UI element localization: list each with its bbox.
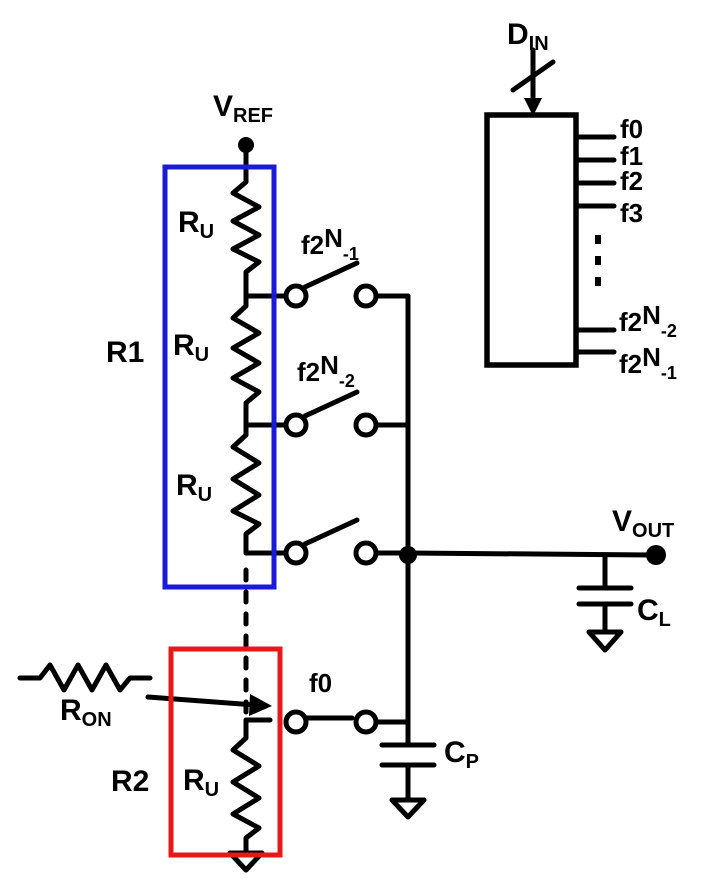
decoder-label-f2n-1: f2N-1 — [619, 342, 677, 383]
switch-terminal — [283, 709, 309, 735]
ru-label-r2: RU — [183, 764, 219, 801]
cl-label: CL — [637, 594, 671, 631]
vout-node — [646, 545, 666, 565]
vref-label: VREF — [213, 90, 273, 127]
vref-node — [238, 137, 254, 153]
switch-terminal — [353, 283, 379, 309]
r1-label: R1 — [106, 336, 144, 369]
decoder-label-f2n-2: f2N-2 — [619, 300, 677, 341]
resistor-ru-3 — [230, 422, 262, 556]
decoder-label-f3: f3 — [620, 198, 643, 228]
ron-arrow-line — [145, 694, 258, 708]
ru-label-1: RU — [178, 206, 214, 243]
ellipsis-dot — [595, 256, 601, 265]
switch-terminal — [353, 540, 379, 566]
switch-terminal — [353, 709, 379, 735]
ground-cp — [389, 797, 427, 820]
vout-wire — [405, 550, 659, 558]
decoder-label-f1: f1 — [620, 141, 643, 171]
decoder-label-f0: f0 — [620, 114, 643, 144]
vout-label: VOUT — [612, 505, 674, 542]
switch-label-top: f2N-1 — [301, 223, 359, 264]
resistor-ru-r2 — [230, 717, 273, 855]
din-arrow-head — [524, 98, 542, 116]
switch-terminal — [283, 412, 309, 438]
cp-label: CP — [444, 736, 479, 773]
ellipsis-dot — [595, 277, 601, 286]
switch-arm-low — [302, 517, 360, 547]
resistor-ru-2 — [230, 293, 262, 428]
ron-resistor — [17, 662, 153, 693]
decoder-label-f2: f2 — [620, 166, 643, 196]
r2-box — [168, 646, 283, 858]
decoder-block — [484, 112, 579, 368]
switch-arm-top — [302, 260, 360, 290]
r2-label: R2 — [111, 765, 149, 798]
ru-label-3: RU — [176, 469, 212, 506]
ron-arrow-head — [249, 694, 272, 716]
switch-terminal — [283, 283, 309, 309]
din-bus-slash — [510, 59, 556, 93]
switch-terminal — [353, 412, 379, 438]
resistor-ru-1 — [230, 169, 262, 299]
ground-cl — [586, 629, 624, 653]
switch-label-mid: f2N-2 — [297, 350, 355, 391]
switch-terminal — [283, 540, 309, 566]
ellipsis-dot — [595, 235, 601, 244]
switch-label-f0: f0 — [309, 668, 332, 698]
din-label: DIN — [507, 18, 549, 55]
junction-node — [399, 546, 417, 564]
ru-label-2: RU — [173, 329, 209, 366]
switch-arm-mid — [302, 389, 360, 419]
ron-label: RON — [60, 694, 112, 731]
r1-box — [162, 164, 277, 590]
